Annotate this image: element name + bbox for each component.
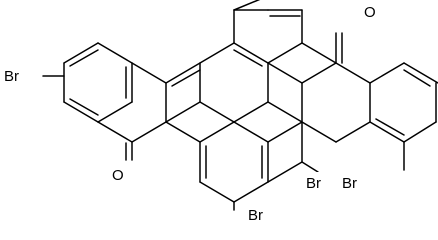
- bond: [97, 121, 133, 143]
- bond-double: [69, 49, 99, 67]
- bond: [267, 121, 303, 143]
- bond: [403, 62, 438, 84]
- bond: [301, 62, 337, 84]
- left-quinone-ring: [97, 62, 167, 161]
- top-ring: [233, 0, 303, 64]
- label-backdrop: [246, 204, 270, 222]
- bond: [233, 101, 269, 123]
- label-backdrop: [2, 67, 26, 85]
- label-backdrop: [110, 165, 126, 183]
- bond: [131, 121, 167, 143]
- bond: [63, 101, 99, 123]
- bond: [165, 101, 201, 123]
- bond: [233, 42, 269, 64]
- oxygen-top-label: O: [364, 4, 376, 21]
- bond: [403, 121, 437, 143]
- central-upper-ring: [165, 42, 269, 123]
- label-backdrop: [362, 2, 378, 20]
- bond: [233, 181, 269, 203]
- bond: [233, 0, 261, 11]
- bond: [63, 42, 99, 64]
- atom-labels: Br O Br Br Br O: [2, 2, 378, 224]
- bond: [335, 121, 371, 143]
- bond: [199, 42, 235, 64]
- bond: [369, 121, 405, 143]
- bond: [199, 121, 235, 143]
- bond: [301, 121, 337, 143]
- right-benzene-ring: [369, 62, 438, 171]
- bond: [267, 161, 303, 183]
- bond-double: [171, 69, 201, 87]
- bond: [165, 62, 201, 84]
- bond: [165, 121, 201, 143]
- bond: [301, 42, 337, 64]
- bond: [97, 101, 133, 123]
- bond: [267, 62, 303, 84]
- lower-ring: [165, 121, 319, 211]
- bond: [233, 121, 269, 143]
- bond: [199, 101, 235, 123]
- bond: [131, 62, 167, 84]
- molecule-canvas: Br O Br Br Br O: [2, 0, 438, 224]
- label-backdrop: [340, 172, 364, 190]
- bond-double: [403, 69, 431, 87]
- bond-double: [233, 49, 263, 67]
- bromine-right-label: Br: [342, 175, 357, 192]
- structure-drawing: Br O Br Br Br O: [2, 0, 438, 224]
- bond: [97, 42, 133, 64]
- bond: [267, 42, 303, 64]
- bromine-bottom-label: Br: [248, 207, 263, 224]
- label-backdrop: [304, 172, 328, 190]
- bromine-left-label: Br: [4, 68, 19, 85]
- bond-double: [375, 118, 405, 136]
- left-benzene-ring: [42, 42, 133, 123]
- bond: [369, 62, 405, 84]
- bond: [199, 181, 235, 203]
- bond: [335, 62, 371, 84]
- right-quinone-ring: [267, 32, 371, 143]
- bond: [267, 101, 303, 123]
- oxygen-bottom-label: O: [112, 167, 124, 184]
- bond-to-br: [301, 161, 319, 173]
- bromine-center-label: Br: [306, 175, 321, 192]
- bond-double: [69, 98, 99, 116]
